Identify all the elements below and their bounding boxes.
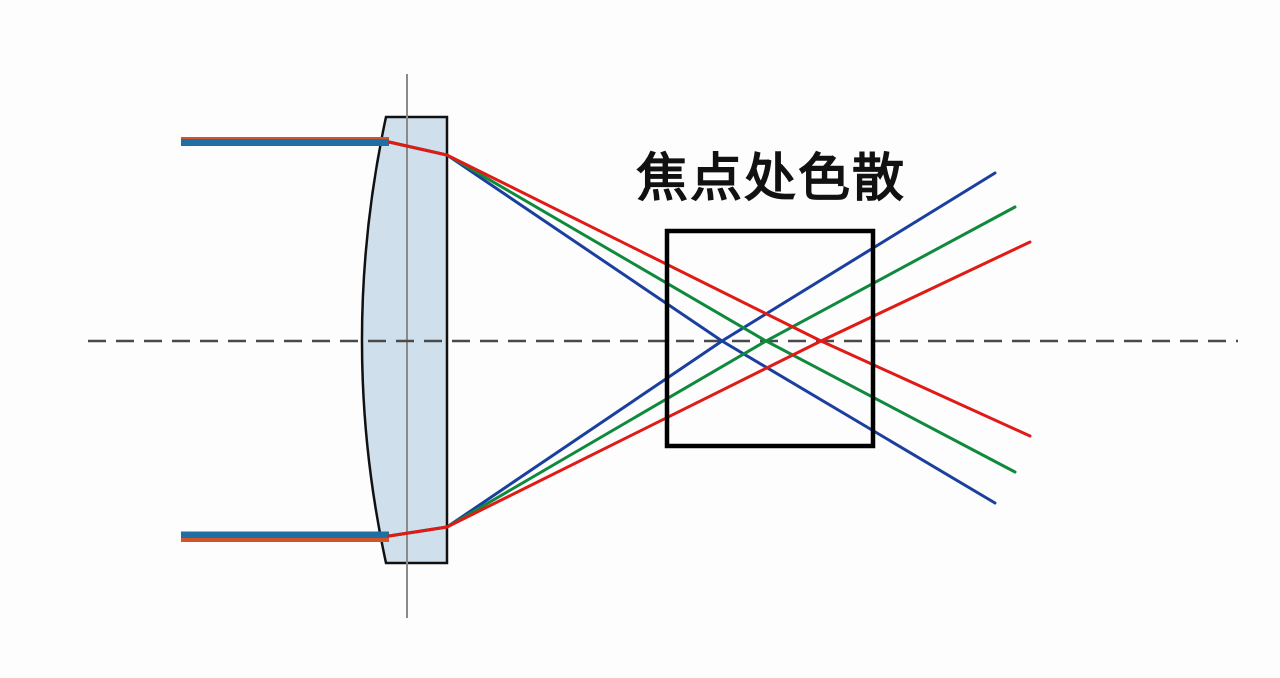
ray-red-lower: [387, 240, 1032, 538]
ray-blue-lower: [387, 171, 997, 538]
focal-region-box: [664, 228, 876, 449]
ray-red-upper: [387, 140, 1032, 438]
ray-green-lower: [387, 205, 1017, 538]
incoming-parallel-beam: [181, 137, 389, 542]
page-title: 焦点处色散: [636, 149, 906, 209]
dispersed-rays: [387, 140, 1032, 538]
